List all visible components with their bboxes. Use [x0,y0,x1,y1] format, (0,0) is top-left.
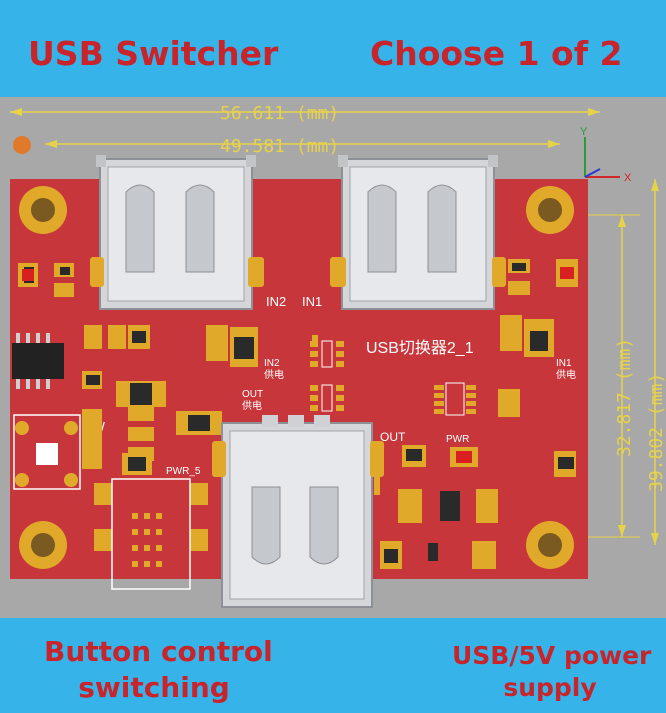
tactile-switch [13,414,81,490]
silkscreen-out-power-1: OUT [242,389,263,400]
dimension-right-outer: 39.802 (mm) [646,179,666,545]
micro-usb-power-connector [94,478,208,590]
ic-chip-left [12,333,64,389]
caption-power-supply: USB/5V power supply [452,640,652,704]
silkscreen-in2: IN2 [266,294,286,309]
usb-connector-in1 [338,155,498,310]
silkscreen-out-power-2: 供电 [242,399,262,412]
title-choose-one: Choose 1 of 2 [370,34,623,73]
silkscreen-board-name: USB切换器2_1 [366,339,474,357]
caption-button-control-line1: Button control [44,635,273,668]
top-banner [0,0,666,97]
silkscreen-pwr: PWR [446,434,469,445]
mounting-hole-bottom-right [526,521,574,569]
dimension-top-outer-label: 56.611 (mm) [220,103,339,124]
silkscreen-pwr5: PWR_5 [166,466,201,477]
caption-button-control-line2: switching [78,671,230,704]
silkscreen-in1-power-2: 供电 [556,368,576,381]
silkscreen-in2-power-2: 供电 [264,368,284,381]
axis-x-label: X [624,172,632,184]
pcb-render-viewport: 56.611 (mm) 49.581 (mm) Y X 32.817 (mm) [0,97,666,618]
dimension-top-inner-label: 49.581 (mm) [220,136,339,157]
bottom-banner [0,618,666,713]
silkscreen-in1: IN1 [302,294,322,309]
caption-power-supply-line1: USB/5V power [452,641,652,670]
usb-connector-in2 [96,155,256,310]
silkscreen-in1-power-1: IN1 [556,358,572,369]
silkscreen-in2-power-1: IN2 [264,358,280,369]
caption-power-supply-line2: supply [503,673,597,702]
caption-button-control: Button control switching [44,634,273,706]
axis-gizmo-icon: Y X [580,126,632,184]
cursor-marker-icon [13,136,31,154]
dimension-top-inner: 49.581 (mm) [45,136,560,157]
dimension-top-outer: 56.611 (mm) [10,103,600,124]
dimension-right-inner: 32.817 (mm) [614,215,635,537]
title-usb-switcher: USB Switcher [28,34,279,73]
mounting-hole-bottom-left [19,521,67,569]
pcb-render: 56.611 (mm) 49.581 (mm) Y X 32.817 (mm) [10,103,666,608]
silkscreen-out: OUT [380,430,406,444]
mounting-hole-top-right [526,186,574,234]
usb-connector-out [212,415,384,608]
mounting-hole-top-left [19,186,67,234]
dimension-right-outer-label: 39.802 (mm) [646,373,666,492]
axis-y-label: Y [580,126,588,138]
smd-components [18,259,578,569]
dimension-right-inner-label: 32.817 (mm) [614,338,635,457]
